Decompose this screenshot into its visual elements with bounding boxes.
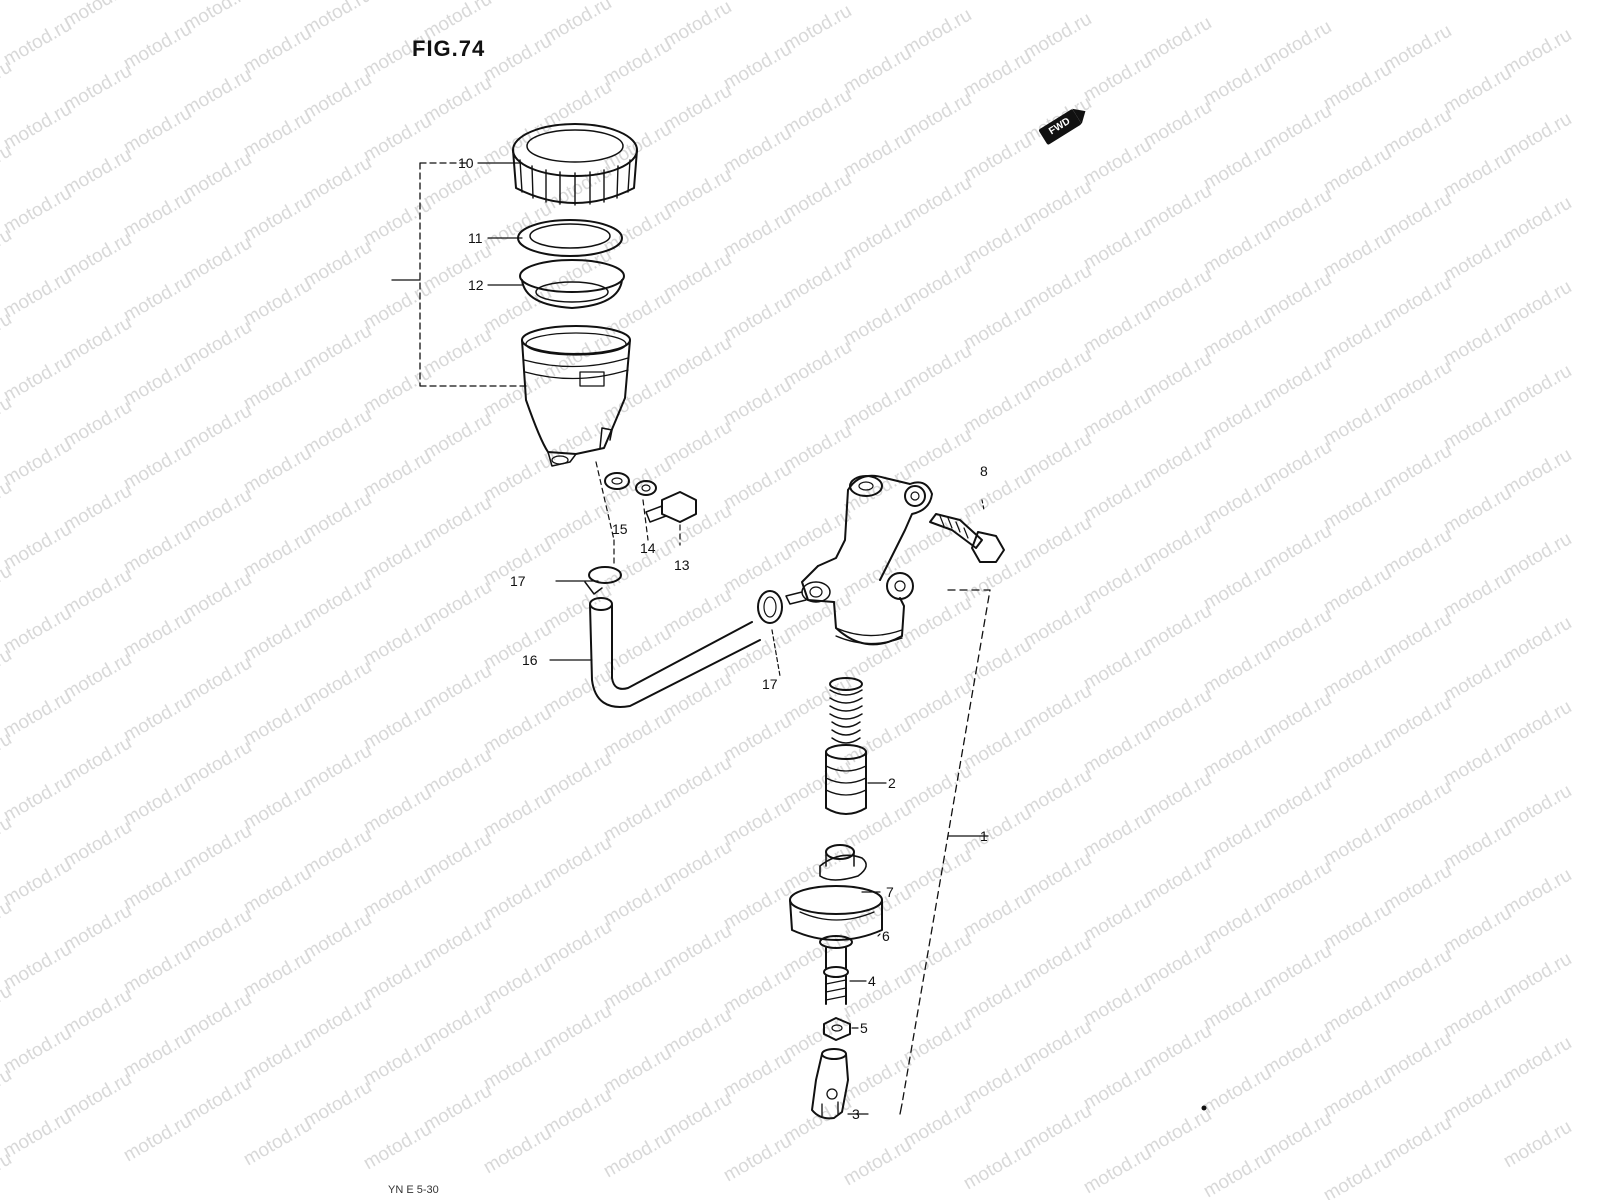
washer-14-part xyxy=(635,480,657,496)
callout-3: 3 xyxy=(852,1106,860,1122)
figure-title: FIG.74 xyxy=(412,36,486,61)
clevis-3-part xyxy=(811,1048,849,1120)
washer-15-part xyxy=(604,472,630,490)
pushrod-head-part xyxy=(825,844,855,867)
callout-13: 13 xyxy=(674,557,690,573)
hose-clamp-17-upper xyxy=(584,566,622,595)
callout-2: 2 xyxy=(888,775,896,791)
spring-piston-2-part xyxy=(825,677,867,815)
callout-5: 5 xyxy=(860,1020,868,1036)
reservoir-hose-16-part xyxy=(589,597,761,708)
callout-8: 8 xyxy=(980,463,988,479)
diaphragm-plate-part xyxy=(517,219,623,257)
locknut-5-part xyxy=(823,1017,851,1041)
hose-clamp-17-lower xyxy=(757,590,783,624)
callout-7: 7 xyxy=(886,884,894,900)
leader-lines-top xyxy=(477,162,523,286)
diaphragm-part xyxy=(519,259,625,309)
reservoir-body-part xyxy=(521,325,631,467)
callout-10: 10 xyxy=(458,155,474,171)
page-code: YN E 5-30 xyxy=(388,1184,439,1196)
callout-12: 12 xyxy=(468,277,484,293)
bolt-13-part xyxy=(645,491,697,523)
leader-lines-lower xyxy=(549,499,985,1115)
callout-17-lower: 17 xyxy=(762,676,778,692)
mounting-bolt-8-part xyxy=(929,513,1005,563)
cap-group-bracket xyxy=(391,162,529,387)
boot-6-part xyxy=(789,885,883,949)
reservoir-cap-part xyxy=(512,123,638,206)
callout-17-upper: 17 xyxy=(510,573,526,589)
callout-14: 14 xyxy=(640,540,656,556)
dashed-axis-reservoir xyxy=(595,461,681,566)
callout-6: 6 xyxy=(882,928,890,944)
master-cylinder-body-part xyxy=(785,474,933,646)
callout-11: 11 xyxy=(468,230,483,246)
cylinder-group-bracket xyxy=(899,589,991,1115)
callout-4: 4 xyxy=(868,973,876,989)
pushrod-4-part xyxy=(823,947,849,1005)
callout-16: 16 xyxy=(522,652,538,668)
ink-dot xyxy=(1201,1105,1207,1111)
callout-1: 1 xyxy=(980,828,988,844)
circlip-7-part xyxy=(819,854,867,881)
callout-15: 15 xyxy=(612,521,628,537)
